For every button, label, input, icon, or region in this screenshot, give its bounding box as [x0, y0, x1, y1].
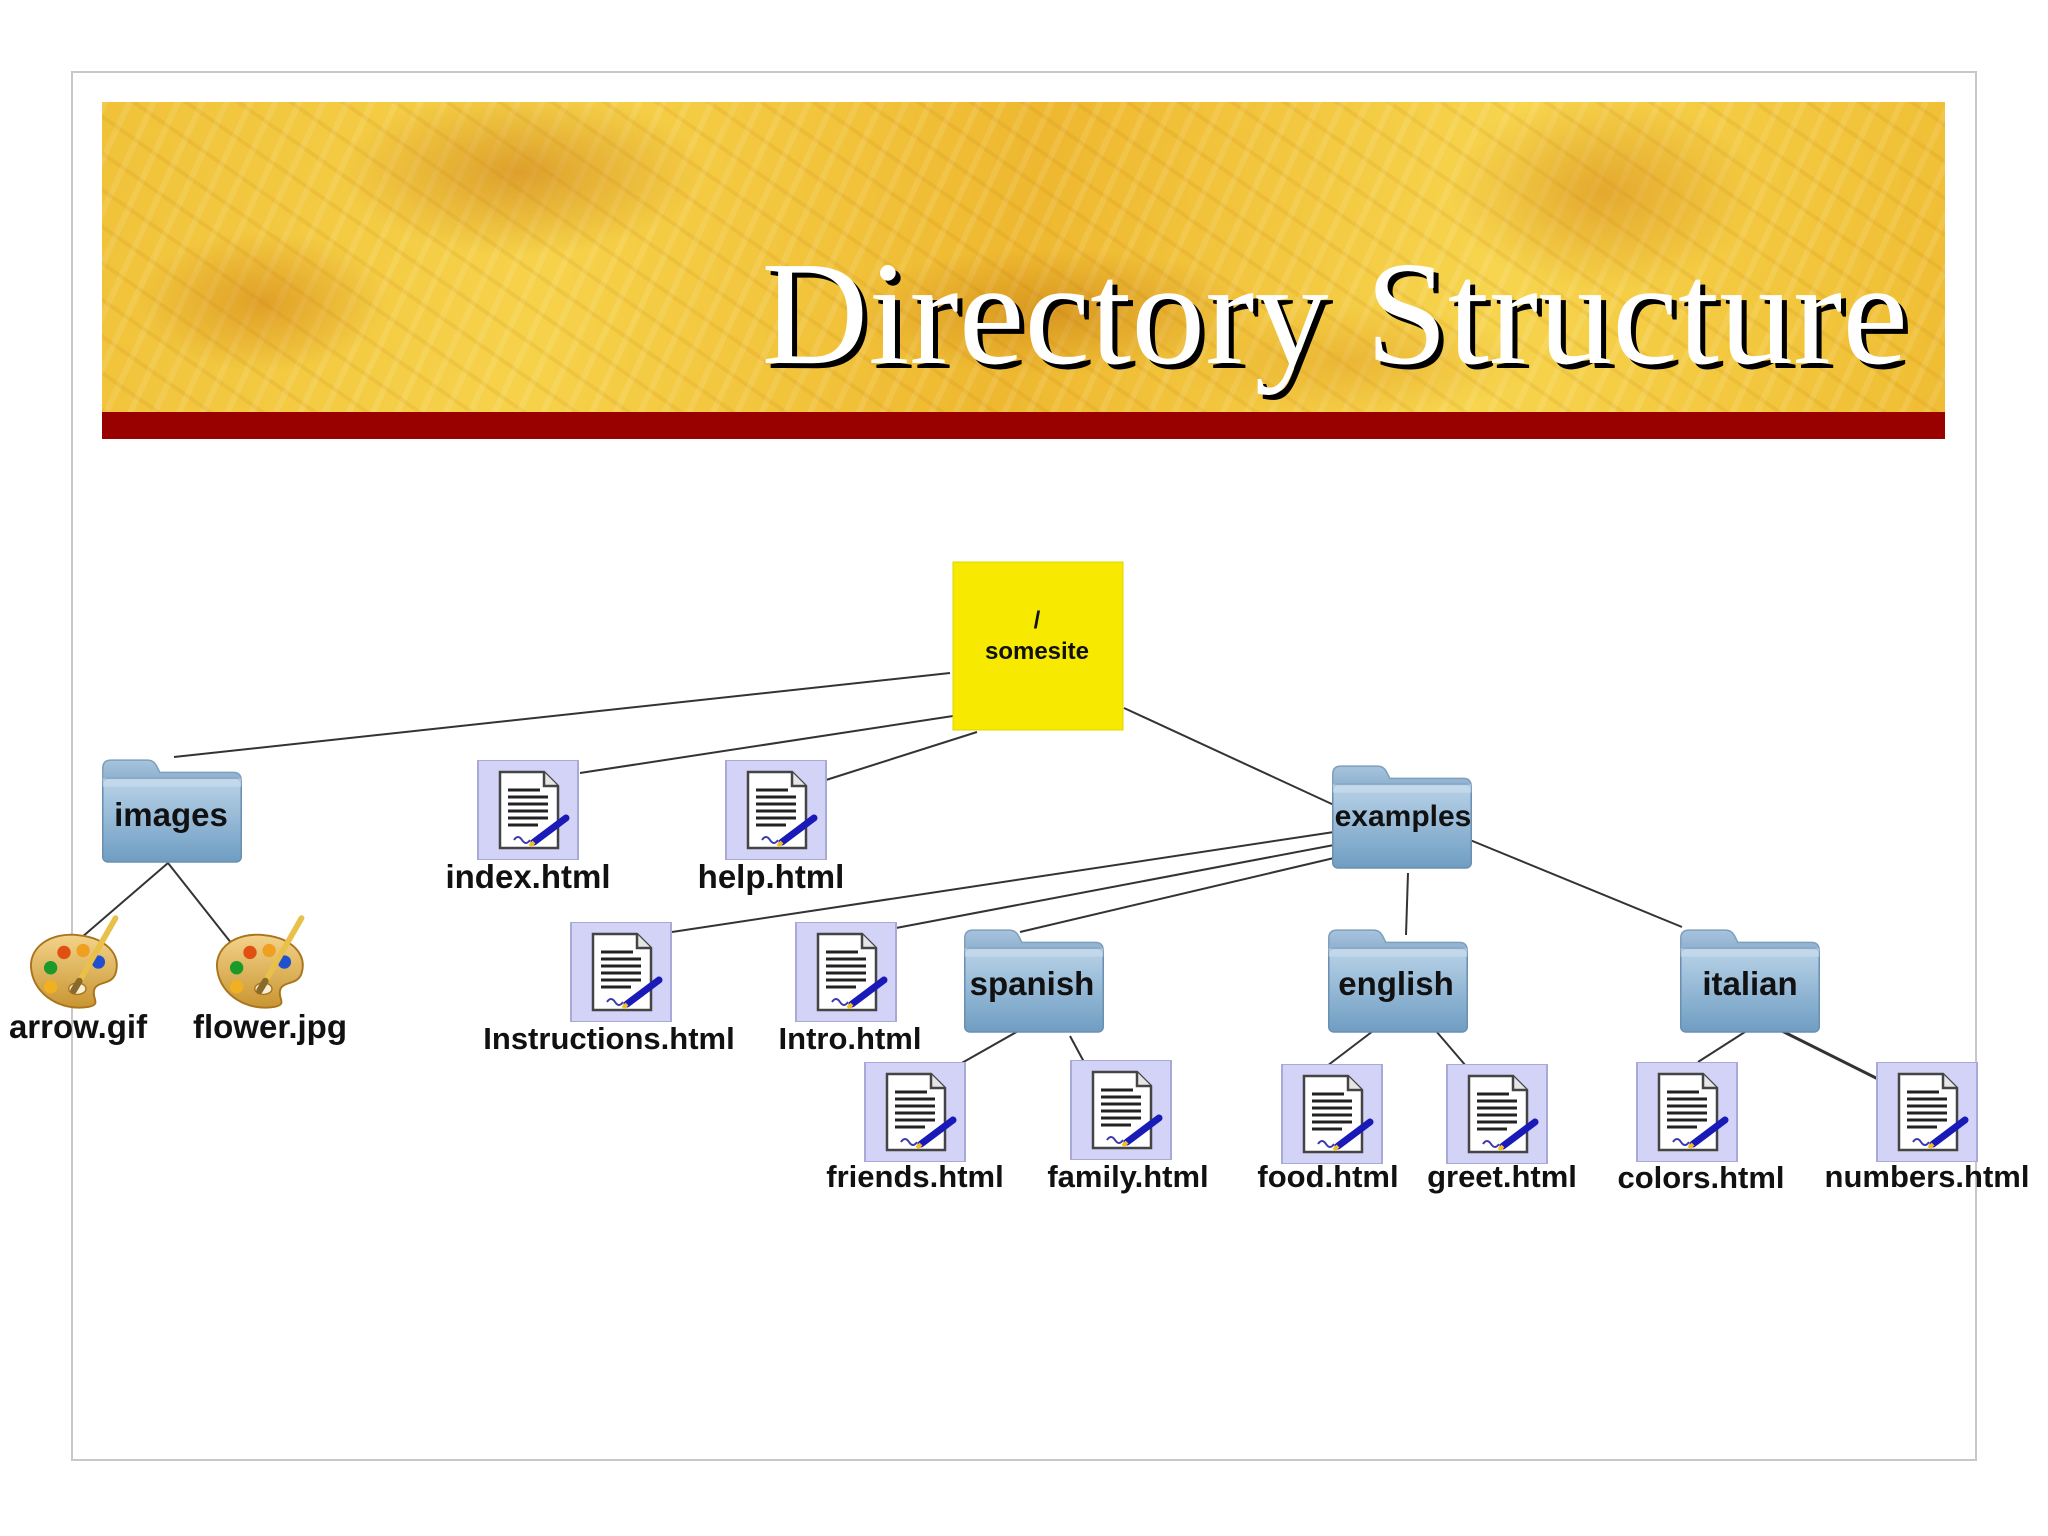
file-flower-jpg-label: flower.jpg — [193, 1008, 347, 1045]
banner-strip — [102, 412, 1945, 439]
palette-icon — [217, 918, 303, 1008]
document-icon — [571, 922, 671, 1022]
file-friends-html-label: friends.html — [826, 1159, 1003, 1194]
edge-root-images — [173, 672, 951, 758]
file-food-html[interactable]: food.html — [1257, 1064, 1399, 1194]
palette-icon — [31, 918, 117, 1008]
file-help-html-label: help.html — [698, 858, 845, 895]
title-banner — [102, 102, 1945, 412]
edge-examples-instructions — [671, 831, 1335, 933]
edge-examples-english — [1405, 872, 1409, 936]
folder-italian-label: italian — [1702, 965, 1797, 1002]
file-family-html[interactable]: family.html — [1047, 1060, 1209, 1194]
file-family-html-label: family.html — [1047, 1159, 1208, 1194]
edge-root-help — [825, 731, 978, 781]
folder-italian[interactable]: italian — [1679, 929, 1821, 1033]
document-icon — [726, 760, 826, 860]
document-icon — [1637, 1062, 1737, 1162]
slide-frame — [71, 71, 1977, 1461]
folder-spanish[interactable]: spanish — [963, 929, 1105, 1033]
edge-root-index — [579, 715, 954, 774]
file-instructions-html-label: Instructions.html — [483, 1021, 734, 1056]
file-index-html-label: index.html — [445, 858, 610, 895]
document-icon — [1877, 1062, 1977, 1162]
edge-english-greet — [1435, 1030, 1467, 1067]
folder-english-label: english — [1338, 965, 1454, 1002]
slide-title: Directory Structure — [761, 232, 1908, 396]
document-icon — [1282, 1064, 1382, 1164]
file-food-html-label: food.html — [1257, 1159, 1398, 1194]
edge-examples-spanish — [1019, 857, 1335, 933]
edge-italian-colors — [1697, 1029, 1749, 1063]
document-icon — [1071, 1060, 1171, 1160]
edge-spanish-family — [1069, 1035, 1085, 1063]
file-flower-jpg[interactable]: flower.jpg — [193, 918, 347, 1045]
file-colors-html-label: colors.html — [1617, 1160, 1784, 1195]
edge-images-flower — [167, 862, 233, 945]
file-arrow-gif-label: arrow.gif — [9, 1008, 148, 1045]
folder-images[interactable]: images — [101, 759, 243, 863]
file-index-html[interactable]: index.html — [445, 760, 611, 895]
file-greet-html-label: greet.html — [1427, 1159, 1577, 1194]
folder-images-label: images — [114, 796, 228, 833]
file-greet-html[interactable]: greet.html — [1427, 1064, 1577, 1194]
root-box — [952, 561, 1124, 731]
connector-lines — [73, 672, 1881, 1082]
folder-spanish-label: spanish — [970, 965, 1095, 1002]
root-label-slash: / — [1034, 607, 1041, 634]
file-instructions-html[interactable]: Instructions.html — [483, 922, 735, 1056]
document-icon — [796, 922, 896, 1022]
document-icon — [865, 1062, 965, 1162]
edge-images-arrow — [73, 862, 169, 945]
document-icon — [1447, 1064, 1547, 1164]
root-label-name: somesite — [985, 638, 1089, 665]
edge-italian-numbers — [1779, 1028, 1881, 1082]
edge-spanish-friends — [959, 1029, 1021, 1065]
folder-examples[interactable]: examples — [1331, 765, 1473, 869]
edge-examples-intro — [895, 844, 1335, 929]
folder-english[interactable]: english — [1327, 929, 1469, 1033]
document-icon — [478, 760, 578, 860]
edge-examples-italian — [1469, 839, 1683, 928]
folder-examples-label: examples — [1335, 800, 1472, 833]
file-intro-html-label: Intro.html — [779, 1021, 922, 1056]
edge-root-examples — [1123, 707, 1335, 806]
root-node[interactable]: / somesite — [952, 561, 1124, 731]
file-colors-html[interactable]: colors.html — [1617, 1062, 1785, 1195]
file-help-html[interactable]: help.html — [698, 760, 845, 895]
file-intro-html[interactable]: Intro.html — [779, 922, 922, 1056]
file-numbers-html-label: numbers.html — [1825, 1159, 2030, 1194]
file-friends-html[interactable]: friends.html — [826, 1062, 1004, 1194]
file-arrow-gif[interactable]: arrow.gif — [9, 918, 148, 1045]
edge-english-food — [1326, 1030, 1374, 1067]
file-numbers-html[interactable]: numbers.html — [1825, 1062, 2030, 1194]
